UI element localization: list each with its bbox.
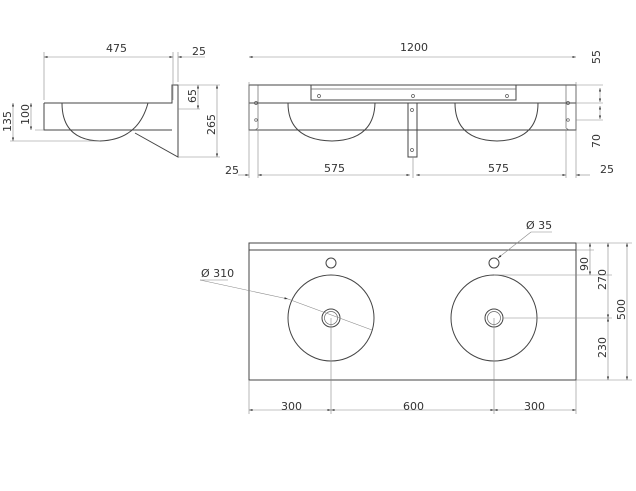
dim-tap-offset: 90 <box>578 257 591 271</box>
dim-left-center: 575 <box>324 162 345 175</box>
dim-top-offset: 55 <box>590 50 603 64</box>
dim-right-margin: 300 <box>524 400 545 413</box>
dim-tap-to-center: 270 <box>596 269 609 290</box>
dim-wall-gap: 25 <box>192 45 206 58</box>
plan-view: Ø 310 Ø 35 300 600 300 90 270 500 230 <box>199 219 632 414</box>
dim-side-offset: 25 <box>600 163 614 176</box>
tap-hole-diameter-label: Ø 35 <box>526 219 552 232</box>
dim-bottom-offset: 25 <box>225 164 239 177</box>
basin-diameter-label: Ø 310 <box>201 267 234 280</box>
dim-width: 475 <box>106 42 127 55</box>
dim-overall-depth: 135 <box>1 111 14 132</box>
dim-total-width: 1200 <box>400 41 428 54</box>
dim-rim-height: 65 <box>186 89 199 103</box>
dim-center-to-front: 230 <box>596 337 609 358</box>
dim-right-center: 575 <box>488 162 509 175</box>
dim-center-spacing: 600 <box>403 400 424 413</box>
dim-total-height: 265 <box>205 114 218 135</box>
dim-hole-spacing: 70 <box>590 134 603 148</box>
dim-bowl-depth: 100 <box>19 104 32 125</box>
dim-depth: 500 <box>615 299 628 320</box>
dim-left-margin: 300 <box>281 400 302 413</box>
front-view: 1200 575 575 25 55 70 <box>238 41 614 178</box>
side-view: 475 25 65 265 100 135 25 <box>1 42 239 177</box>
